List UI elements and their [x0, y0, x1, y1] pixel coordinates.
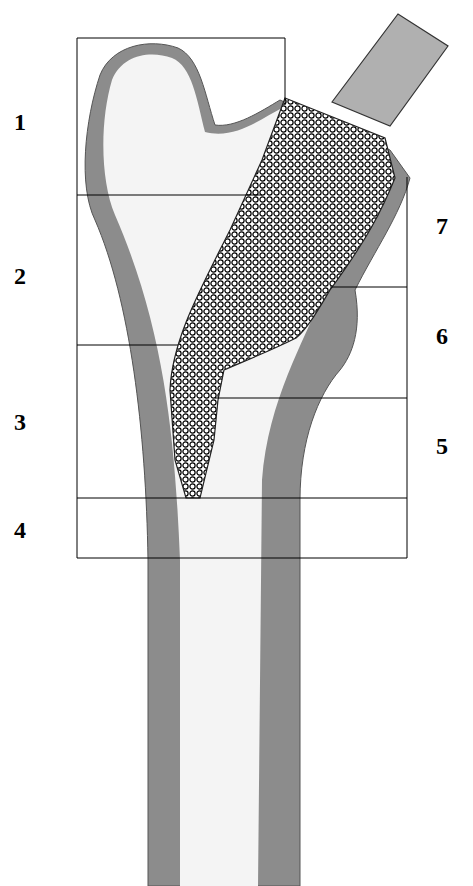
- gruen-zone-lines: [77, 38, 407, 558]
- zone-number: 1: [14, 110, 26, 134]
- zone-number: 5: [436, 434, 448, 458]
- zone-number: 2: [14, 264, 26, 288]
- zone-number: 3: [14, 410, 26, 434]
- femur-cortex: [85, 44, 410, 886]
- prosthesis-neck: [332, 14, 448, 126]
- zone-number: 6: [436, 324, 448, 348]
- zone-number: 7: [436, 214, 448, 238]
- zone-number: 4: [14, 518, 26, 542]
- femoral-stem: [170, 98, 395, 498]
